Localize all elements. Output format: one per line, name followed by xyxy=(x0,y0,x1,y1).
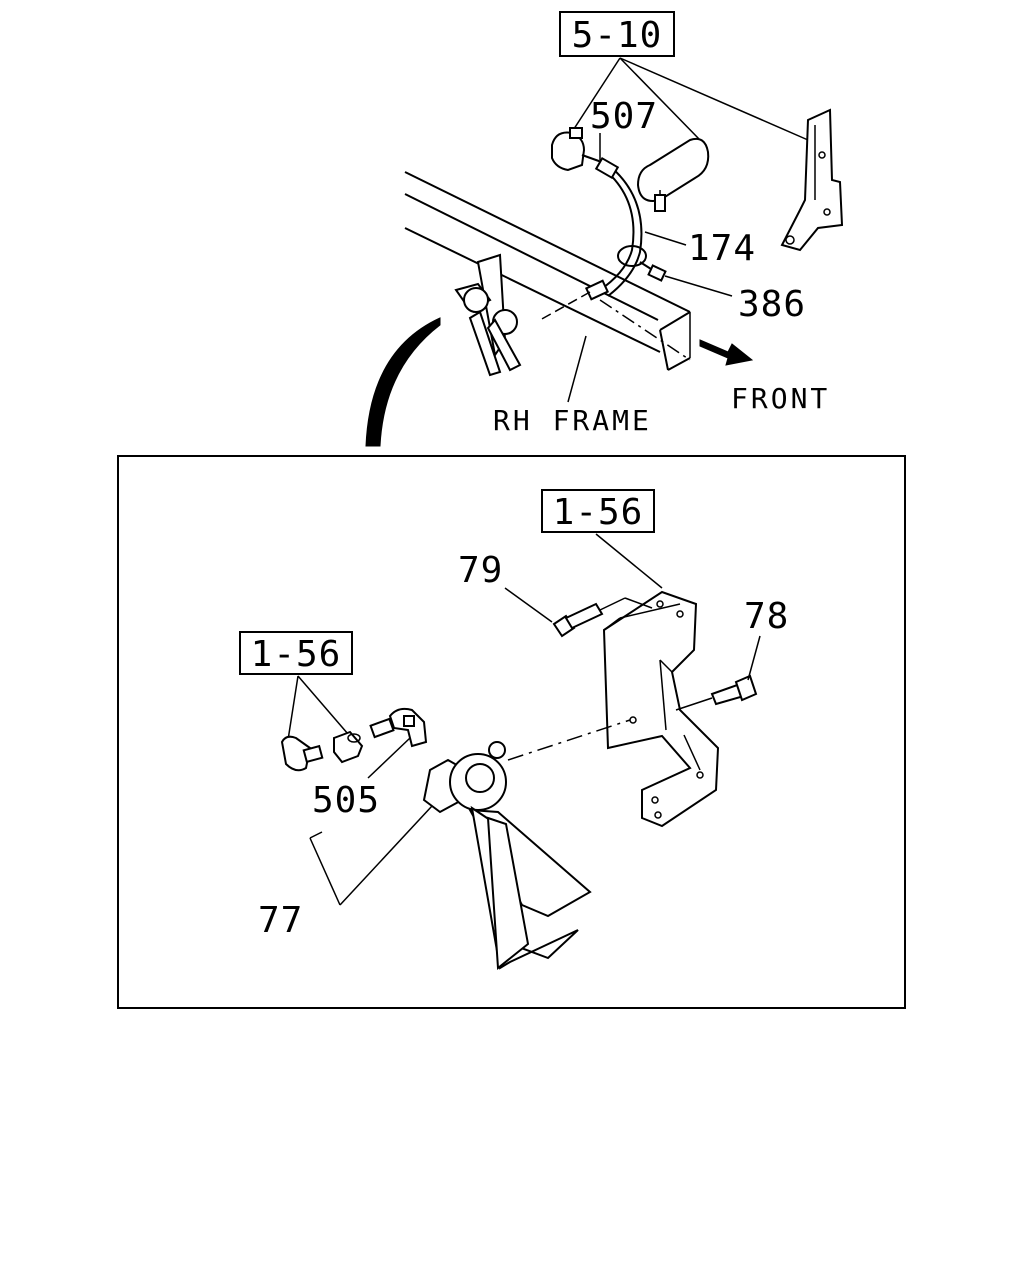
ref-5-10-leaders xyxy=(569,57,809,141)
bolt-icon xyxy=(552,597,653,638)
frame-rail-icon xyxy=(404,171,691,371)
cross-member-icon xyxy=(636,137,710,212)
air-hose-icon xyxy=(539,156,643,321)
ref-box-1-56-lower[interactable]: 1-56 xyxy=(239,631,353,675)
ref-box-5-10-label: 5-10 xyxy=(572,15,663,56)
callout-174: 174 xyxy=(688,228,756,269)
callout-505: 505 xyxy=(312,780,380,821)
callout-78: 78 xyxy=(744,596,789,637)
ref-box-1-56-lower-label: 1-56 xyxy=(251,634,342,675)
detail-pointer-arrow xyxy=(365,317,441,447)
clip-icon xyxy=(617,245,667,282)
callout-79: 79 xyxy=(458,550,503,591)
top-view: 5-10 xyxy=(365,11,844,447)
detail-frame xyxy=(117,455,906,1009)
ref-box-1-56-upper-label: 1-56 xyxy=(553,492,644,533)
ref-box-5-10[interactable]: 5-10 xyxy=(559,11,675,57)
mounting-bracket-icon xyxy=(780,108,844,252)
bolt-78-icon xyxy=(675,674,758,711)
callout-77: 77 xyxy=(258,900,303,941)
front-label: FRONT xyxy=(731,382,830,415)
horn-bracket-icon xyxy=(454,253,522,377)
rh-frame-label: RH FRAME xyxy=(493,404,652,437)
detail-view: 1-56 79 xyxy=(117,455,906,1009)
ref-box-1-56-upper[interactable]: 1-56 xyxy=(541,489,655,533)
callout-507: 507 xyxy=(590,96,658,137)
air-horn-icon xyxy=(422,719,631,970)
front-arrow-icon xyxy=(699,339,754,366)
elbow-fitting-icon xyxy=(369,707,428,748)
callout-386: 386 xyxy=(738,284,806,325)
bracket-icon xyxy=(602,590,720,828)
connector-icon xyxy=(280,730,364,772)
